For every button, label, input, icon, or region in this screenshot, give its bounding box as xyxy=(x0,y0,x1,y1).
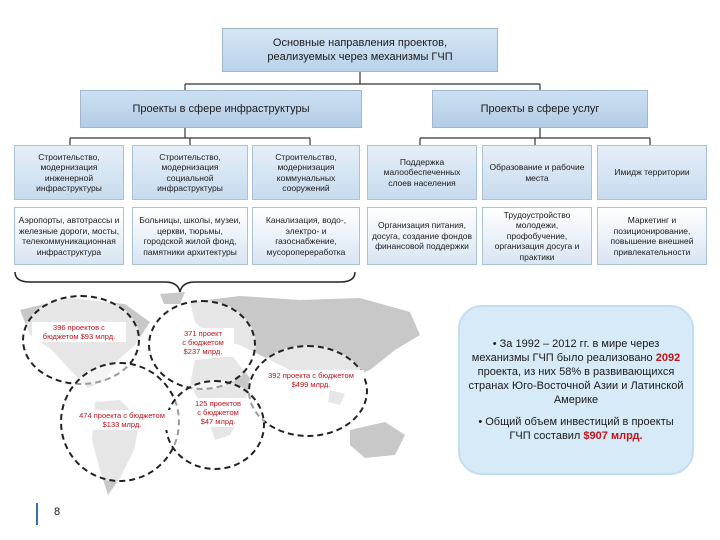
summary-panel: • За 1992 – 2012 гг. в мире через механи… xyxy=(458,305,694,475)
region-circle xyxy=(248,345,368,437)
title-line: Основные направления проектов, xyxy=(272,37,448,49)
group-infrastructure: Проекты в сфере инфраструктуры xyxy=(80,90,362,128)
summary-point-investment: • Общий объем инвестиций в проекты ГЧП с… xyxy=(478,416,674,442)
page-marker xyxy=(36,503,38,525)
summary-point-projects: • За 1992 – 2012 гг. в мире через механи… xyxy=(468,338,684,406)
title-line: реализуемых через механизмы ГЧП xyxy=(267,51,453,63)
page-number: 8 xyxy=(54,506,61,518)
diagram-title: Основные направления проектов, реализуем… xyxy=(222,28,498,72)
region-stat: 392 проекта с бюджетом$499 млрд. xyxy=(258,370,364,390)
group-services: Проекты в сфере услуг xyxy=(432,90,648,128)
group-brace xyxy=(14,271,356,293)
column-head: Имидж территории xyxy=(597,145,707,200)
group-label: Проекты в сфере инфраструктуры xyxy=(132,103,310,115)
connector-lines xyxy=(14,72,651,293)
group-label: Проекты в сфере услуг xyxy=(480,103,600,115)
column-detail: Канализация, водо-,электро- и газоснабже… xyxy=(252,207,360,265)
region-stat: 474 проекта с бюджетом$133 млрд. xyxy=(74,410,170,430)
column-detail: Организация питания,досуга, создание фон… xyxy=(367,207,477,265)
column-detail: Больницы, школы, музеи,церкви, тюрьмы,го… xyxy=(132,207,248,265)
